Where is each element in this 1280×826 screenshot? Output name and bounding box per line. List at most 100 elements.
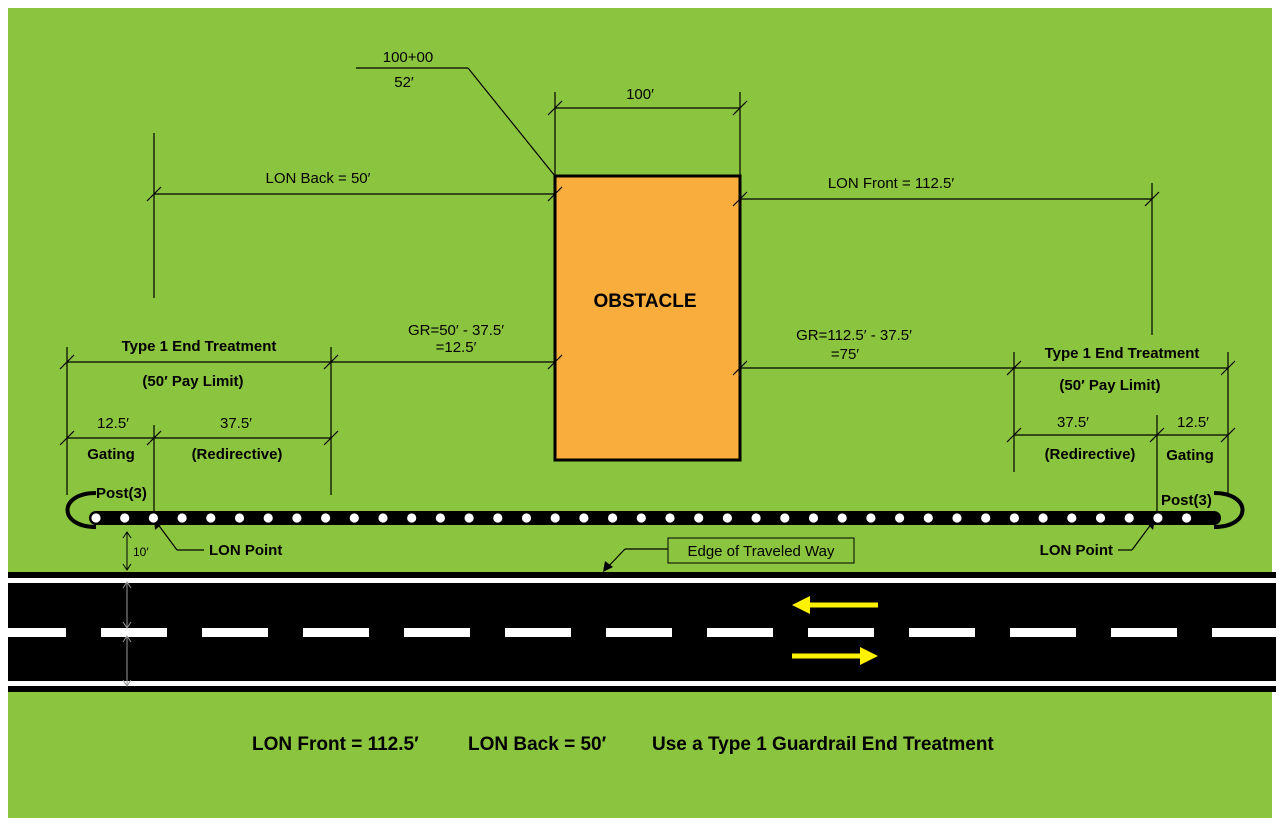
center-line-dash (808, 628, 874, 637)
gr-left-line1: GR=50′ - 37.5′ (408, 322, 504, 339)
center-line-dash (909, 628, 975, 637)
summary-recommendation: Use a Type 1 Guardrail End Treatment (652, 734, 994, 755)
center-line-dash (1111, 628, 1177, 637)
guardrail-post (1066, 512, 1078, 524)
summary-lon-back: LON Back = 50′ (468, 734, 607, 755)
right-end-title: Type 1 End Treatment (1045, 345, 1200, 362)
guardrail-post (750, 512, 762, 524)
guardrail-post (1009, 512, 1020, 524)
guardrail-post (836, 512, 848, 524)
center-line-dash (303, 628, 369, 637)
lane2-width-label: 12′ (133, 653, 149, 667)
shoulder-offset-label: 10′ (133, 545, 149, 559)
guardrail-post (549, 512, 561, 524)
left-end-title: Type 1 End Treatment (122, 338, 277, 355)
obstacle-box (553, 174, 742, 462)
edge-label-box (667, 537, 855, 564)
traffic-arrow-right-icon (792, 647, 878, 665)
gr-right-line1: GR=112.5′ - 37.5′ (796, 327, 912, 344)
road-edge-line-bottom (8, 681, 1276, 686)
guardrail-post (176, 512, 188, 524)
guardrail-post (291, 512, 303, 524)
guardrail-post (377, 512, 389, 524)
guardrail-post (607, 512, 618, 524)
guardrail-post (521, 512, 532, 524)
traffic-arrow-left-icon (792, 596, 878, 614)
right-gating-length: 12.5′ (1177, 414, 1209, 431)
guardrail-post (865, 512, 877, 524)
station-label: 100+00 (383, 49, 433, 66)
right-pay-limit: (50′ Pay Limit) (1059, 377, 1160, 394)
roadway (0, 572, 1276, 692)
center-line-dash (505, 628, 571, 637)
dimension-lines (59, 67, 1236, 570)
gr-right-line2: =75′ (831, 346, 859, 363)
edge-arrow-icon (603, 561, 613, 572)
left-redirective-length: 37.5′ (220, 415, 252, 432)
center-line-dash (1010, 628, 1076, 637)
guardrail-post (348, 512, 360, 524)
guardrail-post (119, 512, 131, 524)
left-post-label: Post(3) (96, 485, 147, 502)
guardrail-post (463, 512, 475, 524)
lane1-width-label: 12′ (133, 598, 149, 612)
guardrail-post (320, 512, 332, 524)
center-line-dash (101, 628, 167, 637)
guardrail-post (779, 512, 791, 524)
summary-lon-front: LON Front = 112.5′ (252, 734, 419, 755)
guardrail-post (894, 512, 905, 524)
offset-dimensions (122, 531, 132, 687)
guardrail-post (205, 512, 217, 524)
station-offset-label: 52′ (394, 74, 414, 91)
center-dashes (0, 628, 1276, 637)
guardrail-post (1095, 512, 1106, 524)
guardrail-post (262, 512, 274, 524)
guardrail-post (578, 512, 590, 524)
left-gating-length: 12.5′ (97, 415, 129, 432)
lon-front-label: LON Front = 112.5′ (828, 175, 955, 192)
guardrail-post (434, 512, 446, 524)
guardrail-post (693, 512, 705, 524)
guardrail-posts (90, 512, 1192, 524)
right-lon-point-label: LON Point (1040, 542, 1113, 559)
guardrail-post (1037, 512, 1049, 524)
guardrail (65, 491, 1245, 529)
guardrail-post (1123, 512, 1135, 524)
guardrail-post (808, 512, 819, 524)
right-redirective-length: 37.5′ (1057, 414, 1089, 431)
obstacle-label: OBSTACLE (593, 291, 696, 312)
left-gating-label: Gating (87, 446, 135, 463)
guardrail-post (234, 512, 245, 524)
right-post-label: Post(3) (1161, 492, 1212, 509)
center-line-dash (707, 628, 773, 637)
guardrail-post (1181, 512, 1192, 524)
center-line-dash (606, 628, 672, 637)
center-line-dash (202, 628, 268, 637)
gr-left-line2: =12.5′ (436, 339, 477, 356)
guardrail-post (922, 512, 934, 524)
guardrail-post (406, 512, 418, 524)
right-redirective-label: (Redirective) (1045, 446, 1136, 463)
obstacle-width-label: 100′ (626, 86, 654, 103)
left-pay-limit: (50′ Pay Limit) (142, 373, 243, 390)
right-gating-label: Gating (1166, 447, 1214, 464)
guardrail-post (90, 512, 102, 524)
edge-of-traveled-way-label: Edge of Traveled Way (687, 543, 835, 560)
guardrail-post (664, 512, 676, 524)
center-line-dash (404, 628, 470, 637)
guardrail-right-curve (1213, 491, 1245, 529)
guardrail-post (1152, 512, 1164, 524)
guardrail-post (951, 512, 963, 524)
guardrail-post (492, 512, 504, 524)
lon-back-label: LON Back = 50′ (266, 170, 371, 187)
guardrail-post (722, 512, 733, 524)
road-edge-line-top (8, 578, 1276, 583)
center-line-dash (0, 628, 66, 637)
guardrail-left-curve (65, 491, 97, 529)
left-lon-point-label: LON Point (209, 542, 282, 559)
center-line-dash (1212, 628, 1276, 637)
guardrail-post (980, 512, 992, 524)
left-redirective-label: (Redirective) (192, 446, 283, 463)
guardrail-post (147, 512, 159, 524)
